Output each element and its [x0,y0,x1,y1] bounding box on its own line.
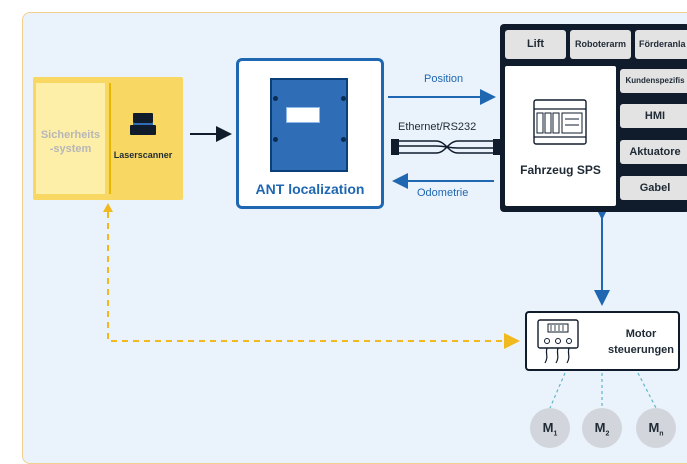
connectors [103,89,657,409]
motorsteuerungen-box [525,311,680,371]
sps-main-label: Fahrzeug SPS [520,163,601,177]
module-gabel: Gabel [620,176,687,200]
laserscanner-icon [130,113,156,135]
ant-screw-icon [273,137,278,142]
module-hmi: HMI [620,104,687,128]
module-foerderanlage: Förderanla [635,30,687,59]
module-lift: Lift [505,30,566,59]
scanner-motor-dashed-arrow [107,212,520,349]
motor-1: M1 [530,408,570,448]
scanner-dashed-arrowhead [103,203,113,212]
sps-main-panel [505,66,616,206]
motor-2: M2 [582,408,622,448]
safety-system-panel [36,83,105,194]
ethernet-cable [391,139,501,155]
motorsteuerungen-label: Motor steuerungen [607,328,674,356]
ant-screw-icon [341,137,346,142]
ethernet-label: Ethernet/RS232 [398,121,477,133]
diagram-canvas: Sicherheits -system Laserscanner ANT loc… [22,12,687,464]
position-label: Position [424,73,464,85]
module-kundenspezifisch: Kundenspezifis [620,69,687,93]
laserscanner-panel [109,83,179,194]
motor-n: Mn [636,408,676,448]
odometry-label: Odometrie [417,187,469,199]
ant-screw-icon [341,96,346,101]
ant-localization-label: ANT localization [255,181,365,197]
laserscanner-label: Laserscanner [113,150,173,160]
motor1-link [549,372,566,409]
ant-device-plate [286,107,320,123]
ant-device-icon [270,78,348,172]
module-aktuatoren: Aktuatore [620,140,687,164]
motor-controller-icon [537,319,579,364]
module-roboterarm: Roboterarm [570,30,631,59]
ant-screw-icon [273,96,278,101]
plc-icon [533,99,587,145]
motorn-link [637,372,657,409]
safety-system-label: Sicherheits -system [40,129,101,155]
